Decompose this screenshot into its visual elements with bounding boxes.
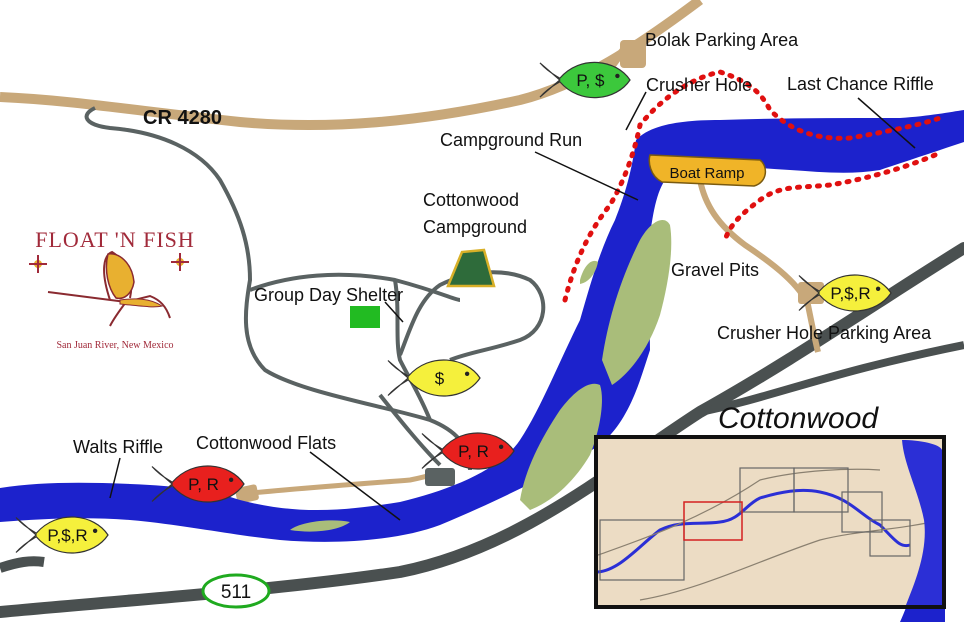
- fish-marker[interactable]: P,$,R: [15, 516, 109, 554]
- zia-right-icon: [171, 253, 189, 271]
- fish-icon: [539, 61, 631, 99]
- inset-river: [597, 488, 911, 574]
- flats-parking-lot: [235, 484, 259, 504]
- campground-tent-icon: [446, 248, 496, 288]
- fish-markers: P, $ P,$,R $ P, R P, R P,$,R: [15, 61, 892, 554]
- fish-marker-label: P,$,R: [47, 526, 87, 545]
- region-title: Cottonwood: [718, 402, 879, 435]
- inset-current-section: [683, 501, 743, 541]
- bolak-parking-label: Bolak Parking Area: [645, 30, 799, 50]
- inset-road-2: [639, 519, 941, 601]
- fish-marker[interactable]: P, R: [421, 432, 515, 470]
- fish-icon: [421, 432, 515, 470]
- fish-marker-label: P, R: [188, 475, 219, 494]
- private-property-boundary: [562, 69, 943, 303]
- fish-marker[interactable]: P, R: [151, 465, 245, 503]
- fish-marker-label: P,$,R: [830, 284, 870, 303]
- fish-eye-icon: [228, 477, 234, 483]
- river-islands: [290, 219, 672, 532]
- crusher-hole-parking-lot: [798, 282, 824, 304]
- fish-eye-icon: [464, 371, 470, 377]
- logo-title: FLOAT 'N FISH: [35, 227, 195, 252]
- fish-icon: [798, 274, 892, 312]
- highway-east-branch: [699, 341, 964, 416]
- last-chance-riffle-label: Last Chance Riffle: [787, 74, 934, 94]
- highway-511: [0, 242, 964, 618]
- campground-run-label: Campground Run: [440, 130, 582, 150]
- fish-marker[interactable]: P,$,R: [798, 274, 892, 312]
- county-road-label: CR 4280: [143, 107, 222, 129]
- gravel-pits-label: Gravel Pits: [671, 260, 759, 280]
- fish-eye-icon: [92, 528, 98, 534]
- fish-eye-icon: [875, 286, 881, 292]
- inset-frame: [594, 435, 946, 609]
- state-route-label: 511: [221, 582, 251, 603]
- fish-eye-icon: [615, 73, 620, 79]
- cottonwood-campground-label-1: Cottonwood: [423, 190, 519, 210]
- fish-marker-label: P, $: [576, 71, 605, 90]
- fish-marker[interactable]: $: [387, 359, 481, 397]
- fish-icon: [15, 516, 109, 554]
- inset-section-boxes: [599, 467, 911, 581]
- float-n-fish-logo: FLOAT 'N FISH San Juan River, New Mexico: [29, 227, 195, 351]
- gravel-pits-road: [697, 179, 821, 353]
- walts-riffle-label: Walts Riffle: [73, 437, 163, 457]
- cottonwood-campground-label-2: Campground: [423, 217, 527, 237]
- boat-ramp: [648, 154, 767, 187]
- fish-icon: [151, 465, 245, 503]
- group-day-shelter-label: Group Day Shelter: [254, 285, 403, 305]
- highway-spur: [0, 556, 45, 573]
- crusher-hole-parking-label: Crusher Hole Parking Area: [717, 323, 932, 343]
- flats-access-road: [241, 471, 435, 497]
- fish-marker-label: $: [435, 369, 445, 388]
- mayfly-wing-icon: [105, 253, 135, 300]
- fish-eye-icon: [498, 444, 504, 450]
- fish-icon: [387, 359, 481, 397]
- leader-lines: [109, 91, 916, 521]
- inset-overview-map[interactable]: [594, 435, 946, 609]
- state-route-shield: [201, 573, 271, 609]
- mayfly-body-icon: [119, 298, 164, 308]
- fish-marker-label: P, R: [458, 442, 489, 461]
- cottonwood-flats-label: Cottonwood Flats: [196, 433, 336, 453]
- group-day-shelter-icon: [350, 306, 380, 328]
- logo-subtitle: San Juan River, New Mexico: [56, 340, 173, 351]
- inset-road: [597, 468, 881, 556]
- campground-parking-lot: [425, 468, 455, 486]
- fish-marker[interactable]: P, $: [539, 61, 631, 99]
- crusher-hole-label: Crusher Hole: [646, 75, 752, 95]
- zia-left-icon: [29, 255, 47, 273]
- inset-water-east: [902, 440, 942, 605]
- boat-ramp-label: Boat Ramp: [669, 165, 744, 182]
- bolak-parking-lot: [620, 40, 646, 68]
